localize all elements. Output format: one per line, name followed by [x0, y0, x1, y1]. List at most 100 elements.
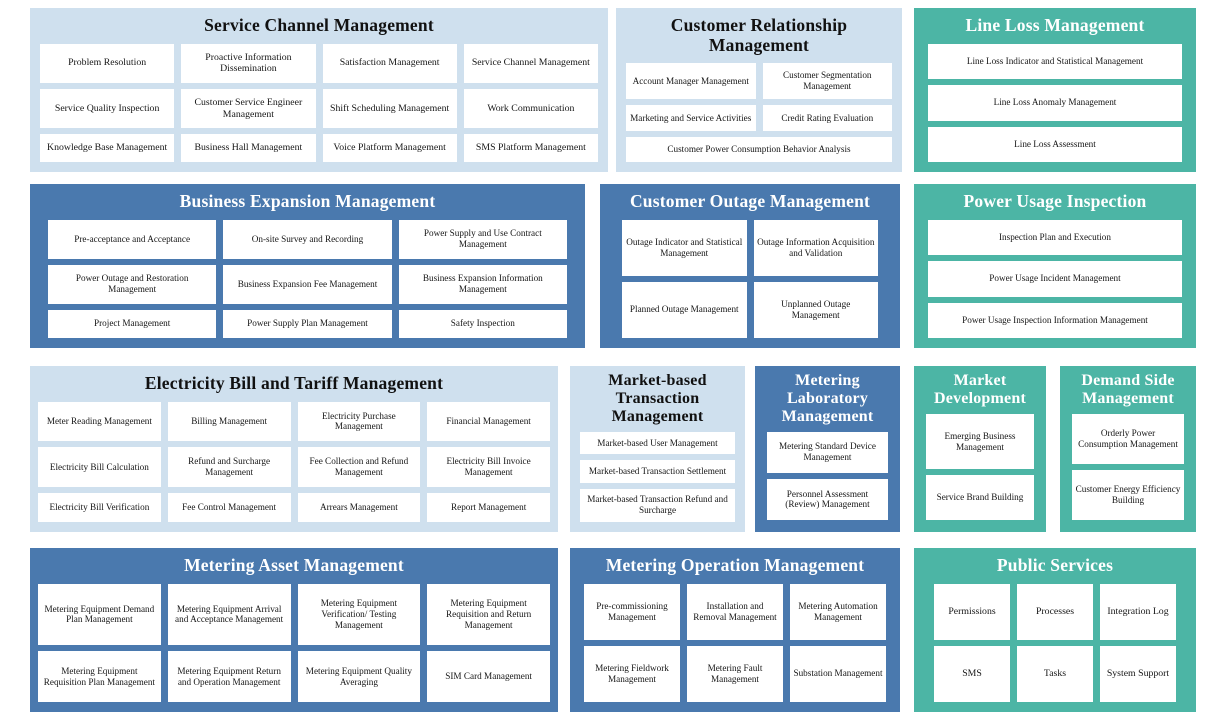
- tile-customer-relationship-management-1-0[interactable]: Marketing and Service Activities: [626, 105, 756, 131]
- tile-electricity-bill-and-tariff-management-2-1[interactable]: Fee Control Management: [167, 493, 291, 522]
- tile-demand-side-management-0-0[interactable]: Orderly Power Consumption Management: [1072, 413, 1184, 464]
- tile-service-channel-management-0-0[interactable]: Problem Resolution: [40, 43, 175, 83]
- tile-metering-asset-management-1-2[interactable]: Metering Equipment Quality Averaging: [297, 651, 421, 703]
- tile-row: Line Loss Assessment: [928, 126, 1182, 162]
- tile-service-channel-management-0-1[interactable]: Proactive Information Dissemination: [181, 43, 316, 83]
- tile-service-channel-management-2-0[interactable]: Knowledge Base Management: [40, 134, 175, 162]
- tile-metering-asset-management-1-3[interactable]: SIM Card Management: [427, 651, 550, 703]
- tile-business-expansion-management-1-2[interactable]: Business Expansion Information Managemen…: [398, 264, 567, 304]
- tile-electricity-bill-and-tariff-management-0-1[interactable]: Billing Management: [167, 401, 291, 442]
- tile-metering-operation-management-1-0[interactable]: Metering Fieldwork Management: [584, 645, 680, 702]
- tile-service-channel-management-2-3[interactable]: SMS Platform Management: [463, 134, 598, 162]
- tile-market-development-0-0[interactable]: Emerging Business Management: [926, 413, 1034, 470]
- tile-row: Metering Standard Device Management: [767, 431, 888, 473]
- tile-metering-laboratory-management-0-0[interactable]: Metering Standard Device Management: [767, 431, 888, 473]
- tile-service-channel-management-1-3[interactable]: Work Communication: [463, 88, 598, 129]
- tile-power-usage-inspection-1-0[interactable]: Power Usage Incident Management: [928, 261, 1182, 297]
- tile-metering-laboratory-management-1-0[interactable]: Personnel Assessment (Review) Management: [767, 478, 888, 520]
- tile-row: Outage Indicator and Statistical Managem…: [622, 219, 878, 276]
- tile-customer-relationship-management-1-1[interactable]: Credit Rating Evaluation: [762, 105, 892, 131]
- tile-customer-relationship-management-0-1[interactable]: Customer Segmentation Management: [762, 63, 892, 100]
- tile-customer-outage-management-1-0[interactable]: Planned Outage Management: [622, 281, 747, 338]
- tile-service-channel-management-1-0[interactable]: Service Quality Inspection: [40, 88, 175, 129]
- tile-service-channel-management-0-3[interactable]: Service Channel Management: [463, 43, 598, 83]
- tile-electricity-bill-and-tariff-management-1-2[interactable]: Fee Collection and Refund Management: [297, 447, 421, 488]
- tile-business-expansion-management-0-2[interactable]: Power Supply and Use Contract Management: [398, 219, 567, 259]
- tile-business-expansion-management-2-2[interactable]: Safety Inspection: [398, 309, 567, 339]
- tile-customer-relationship-management-0-0[interactable]: Account Manager Management: [626, 63, 756, 100]
- tile-line-loss-management-0-0[interactable]: Line Loss Indicator and Statistical Mana…: [928, 43, 1182, 80]
- tile-metering-asset-management-0-3[interactable]: Metering Equipment Requisition and Retur…: [427, 583, 550, 646]
- tile-row: Power Usage Incident Management: [928, 261, 1182, 297]
- tile-metering-operation-management-0-0[interactable]: Pre-commissioning Management: [584, 583, 680, 640]
- tile-business-expansion-management-0-1[interactable]: On-site Survey and Recording: [223, 219, 392, 259]
- tile-public-services-0-1[interactable]: Processes: [1017, 583, 1093, 640]
- tile-row: Line Loss Indicator and Statistical Mana…: [928, 43, 1182, 80]
- tile-market-based-transaction-management-0-0[interactable]: Market-based User Management: [580, 431, 735, 455]
- tile-electricity-bill-and-tariff-management-2-2[interactable]: Arrears Management: [297, 493, 421, 522]
- tile-customer-relationship-management-2-0[interactable]: Customer Power Consumption Behavior Anal…: [626, 136, 892, 162]
- tile-metering-operation-management-0-1[interactable]: Installation and Removal Management: [687, 583, 783, 640]
- tile-business-expansion-management-2-1[interactable]: Power Supply Plan Management: [223, 309, 392, 339]
- tile-row: Market-based User Management: [580, 431, 735, 455]
- tile-demand-side-management-1-0[interactable]: Customer Energy Efficiency Building: [1072, 469, 1184, 520]
- tile-public-services-0-2[interactable]: Integration Log: [1100, 583, 1176, 640]
- tile-business-expansion-management-0-0[interactable]: Pre-acceptance and Acceptance: [48, 219, 217, 259]
- tile-business-expansion-management-1-1[interactable]: Business Expansion Fee Management: [223, 264, 392, 304]
- tile-market-based-transaction-management-1-0[interactable]: Market-based Transaction Settlement: [580, 460, 735, 483]
- tile-metering-asset-management-0-1[interactable]: Metering Equipment Arrival and Acceptanc…: [167, 583, 291, 646]
- tile-electricity-bill-and-tariff-management-2-3[interactable]: Report Management: [427, 493, 550, 522]
- tile-electricity-bill-and-tariff-management-1-3[interactable]: Electricity Bill Invoice Management: [427, 447, 550, 488]
- tile-service-channel-management-2-1[interactable]: Business Hall Management: [181, 134, 316, 162]
- tile-row: Line Loss Anomaly Management: [928, 85, 1182, 121]
- tile-public-services-1-2[interactable]: System Support: [1100, 645, 1176, 702]
- tile-metering-operation-management-1-2[interactable]: Substation Management: [790, 645, 886, 702]
- tile-public-services-1-0[interactable]: SMS: [934, 645, 1010, 702]
- tile-public-services-0-0[interactable]: Permissions: [934, 583, 1010, 640]
- tile-electricity-bill-and-tariff-management-1-1[interactable]: Refund and Surcharge Management: [167, 447, 291, 488]
- tile-line-loss-management-2-0[interactable]: Line Loss Assessment: [928, 126, 1182, 162]
- tile-row: Orderly Power Consumption Management: [1072, 413, 1184, 464]
- tile-customer-outage-management-0-0[interactable]: Outage Indicator and Statistical Managem…: [622, 219, 747, 276]
- tile-metering-operation-management-0-2[interactable]: Metering Automation Management: [790, 583, 886, 640]
- tile-electricity-bill-and-tariff-management-0-2[interactable]: Electricity Purchase Management: [297, 401, 421, 442]
- tile-service-channel-management-2-2[interactable]: Voice Platform Management: [322, 134, 457, 162]
- tile-service-channel-management-0-2[interactable]: Satisfaction Management: [322, 43, 457, 83]
- tile-line-loss-management-1-0[interactable]: Line Loss Anomaly Management: [928, 85, 1182, 121]
- tile-metering-asset-management-1-0[interactable]: Metering Equipment Requisition Plan Mana…: [38, 651, 161, 703]
- tile-public-services-1-1[interactable]: Tasks: [1017, 645, 1093, 702]
- tile-market-development-1-0[interactable]: Service Brand Building: [926, 475, 1034, 521]
- tile-customer-outage-management-0-1[interactable]: Outage Information Acquisition and Valid…: [753, 219, 878, 276]
- tile-power-usage-inspection-0-0[interactable]: Inspection Plan and Execution: [928, 219, 1182, 256]
- tile-business-expansion-management-1-0[interactable]: Power Outage and Restoration Management: [48, 264, 217, 304]
- tile-metering-asset-management-1-1[interactable]: Metering Equipment Return and Operation …: [167, 651, 291, 703]
- tile-electricity-bill-and-tariff-management-1-0[interactable]: Electricity Bill Calculation: [38, 447, 161, 488]
- tile-metering-asset-management-0-2[interactable]: Metering Equipment Verification/ Testing…: [297, 583, 421, 646]
- tile-metering-operation-management-1-1[interactable]: Metering Fault Management: [687, 645, 783, 702]
- tile-service-channel-management-1-1[interactable]: Customer Service Engineer Management: [181, 88, 316, 129]
- tile-electricity-bill-and-tariff-management-0-3[interactable]: Financial Management: [427, 401, 550, 442]
- tile-power-usage-inspection-2-0[interactable]: Power Usage Inspection Information Manag…: [928, 302, 1182, 338]
- tile-business-expansion-management-2-0[interactable]: Project Management: [48, 309, 217, 339]
- panel-title-metering-asset-management: Metering Asset Management: [184, 555, 404, 575]
- tile-service-channel-management-1-2[interactable]: Shift Scheduling Management: [322, 88, 457, 129]
- tile-electricity-bill-and-tariff-management-0-0[interactable]: Meter Reading Management: [38, 401, 161, 442]
- tile-metering-asset-management-0-0[interactable]: Metering Equipment Demand Plan Managemen…: [38, 583, 161, 646]
- tile-customer-outage-management-1-1[interactable]: Unplanned Outage Management: [753, 281, 878, 338]
- tile-electricity-bill-and-tariff-management-2-0[interactable]: Electricity Bill Verification: [38, 493, 161, 522]
- tile-row: Emerging Business Management: [926, 413, 1034, 470]
- tile-market-based-transaction-management-2-0[interactable]: Market-based Transaction Refund and Surc…: [580, 488, 735, 522]
